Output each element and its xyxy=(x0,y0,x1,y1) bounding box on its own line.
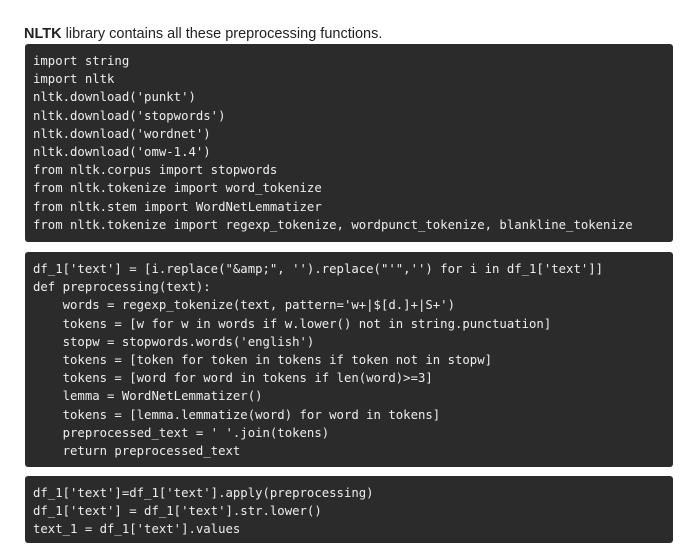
intro-bold-keyword: NLTK xyxy=(24,25,62,42)
code-line: df_1['text'] = df_1['text'].str.lower() xyxy=(33,504,322,519)
code-line: tokens = [token for token in tokens if t… xyxy=(33,352,493,367)
code-line: from nltk.tokenize import word_tokenize xyxy=(33,181,322,196)
code-line: def preprocessing(text): xyxy=(33,280,211,295)
code-line: from nltk.stem import WordNetLemmatizer xyxy=(33,199,322,214)
code-line: preprocessed_text = ' '.join(tokens) xyxy=(33,425,330,440)
code-line: nltk.download('stopwords') xyxy=(33,108,226,123)
code-line: import string xyxy=(33,54,130,68)
code-line: df_1['text'] = [i.replace("&amp;", '').r… xyxy=(33,262,604,276)
intro-paragraph: NLTK library contains all these preproce… xyxy=(24,24,382,44)
code-line: df_1['text']=df_1['text'].apply(preproce… xyxy=(33,486,374,500)
code-line: nltk.download('omw-1.4') xyxy=(33,144,211,159)
code-line: stopw = stopwords.words('english') xyxy=(33,334,315,349)
code-line: lemma = WordNetLemmatizer() xyxy=(33,389,263,404)
code-line: nltk.download('wordnet') xyxy=(33,126,211,141)
intro-text: library contains all these preprocessing… xyxy=(61,25,383,42)
code-line: import nltk xyxy=(33,72,115,87)
code-line: tokens = [word for word in tokens if len… xyxy=(33,371,433,386)
code-block-preprocessing-function[interactable]: df_1['text'] = [i.replace("&amp;", '').r… xyxy=(25,252,673,467)
code-line: return preprocessed_text xyxy=(33,443,241,458)
code-line: tokens = [lemma.lemmatize(word) for word… xyxy=(33,407,441,422)
code-line: text_1 = df_1['text'].values xyxy=(33,522,241,537)
code-line: tokens = [w for w in words if w.lower() … xyxy=(33,316,552,331)
code-line: nltk.download('punkt') xyxy=(33,90,196,105)
code-line: from nltk.tokenize import regexp_tokeniz… xyxy=(33,217,633,232)
code-line: words = regexp_tokenize(text, pattern='w… xyxy=(33,298,455,313)
code-block-apply[interactable]: df_1['text']=df_1['text'].apply(preproce… xyxy=(25,476,673,543)
code-line: from nltk.corpus import stopwords xyxy=(33,163,278,178)
code-block-imports[interactable]: import string import nltk nltk.download(… xyxy=(25,44,673,242)
